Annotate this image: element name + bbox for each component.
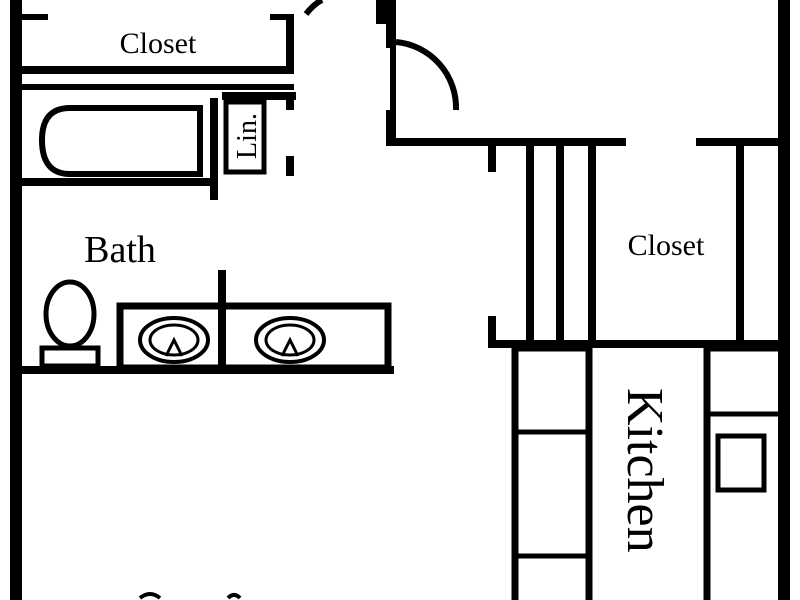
closet-bifold-line-2 [556,146,564,340]
toilet-icon [39,279,101,369]
kitchen: Kitchen [511,344,789,600]
closet-left-wall [588,146,596,346]
linen-closet-box [223,99,267,175]
sink-icon-right [254,316,326,364]
linen-right-wall [286,92,294,110]
door-swing-arc [395,39,460,111]
bathtub-icon [38,105,203,177]
room-label-linen: Lin. [232,113,263,159]
door-jamb-post [386,0,396,48]
linen-stub-lower [286,156,294,176]
door-leaf [390,40,396,110]
top-door-arc-left [303,0,324,16]
closet-left-stub-bottom [488,316,496,348]
bottom-partial [138,592,242,600]
partial-mark [138,592,162,600]
room-label-bath: Bath [84,229,156,271]
hall-walls [386,138,790,146]
tub-enclosure-bottom [22,178,216,186]
top-closet-ledge-left [22,14,48,20]
left-exterior-wall [10,0,22,600]
hall-door [303,0,460,146]
room-label-kitchen: Kitchen [616,388,673,553]
tub-enclosure-right [210,98,218,200]
right-closet: Closet [488,146,790,348]
bath-bottom-wall [22,366,394,374]
closet-bottom-wall [488,340,790,348]
toilet-tank [39,345,101,369]
door-jamb-upper [376,0,386,24]
room-label-closet-right: Closet [628,229,705,262]
bath: Bath [22,229,394,374]
top-closet-right-wall [286,14,294,74]
kitchen-right-counter [703,344,789,600]
kitchen-appliance-icon [715,433,767,493]
vanity-divider-wall [218,270,226,310]
closet-bifold-line-1 [526,146,534,340]
vanity-mid-divider [218,306,226,368]
tub-area: Lin. [22,92,296,200]
closet-right-wall [736,146,744,346]
kitchen-left-counter [511,344,593,600]
closet-left-stub-top [488,146,496,172]
top-closet-shelf-line [22,84,294,90]
hall-wall-left [386,138,626,146]
partial-mark-2 [226,593,242,600]
linen-top-wall [222,92,296,100]
room-label-closet-top: Closet [120,27,197,60]
door-stub-wall [386,110,396,146]
hall-wall-right [696,138,790,146]
sink-icon-left [138,316,210,364]
top-closet-bottom-wall [22,66,294,74]
toilet-bowl [43,279,97,349]
top-closet: Closet [22,14,294,90]
top-closet-ledge-right [270,14,294,20]
